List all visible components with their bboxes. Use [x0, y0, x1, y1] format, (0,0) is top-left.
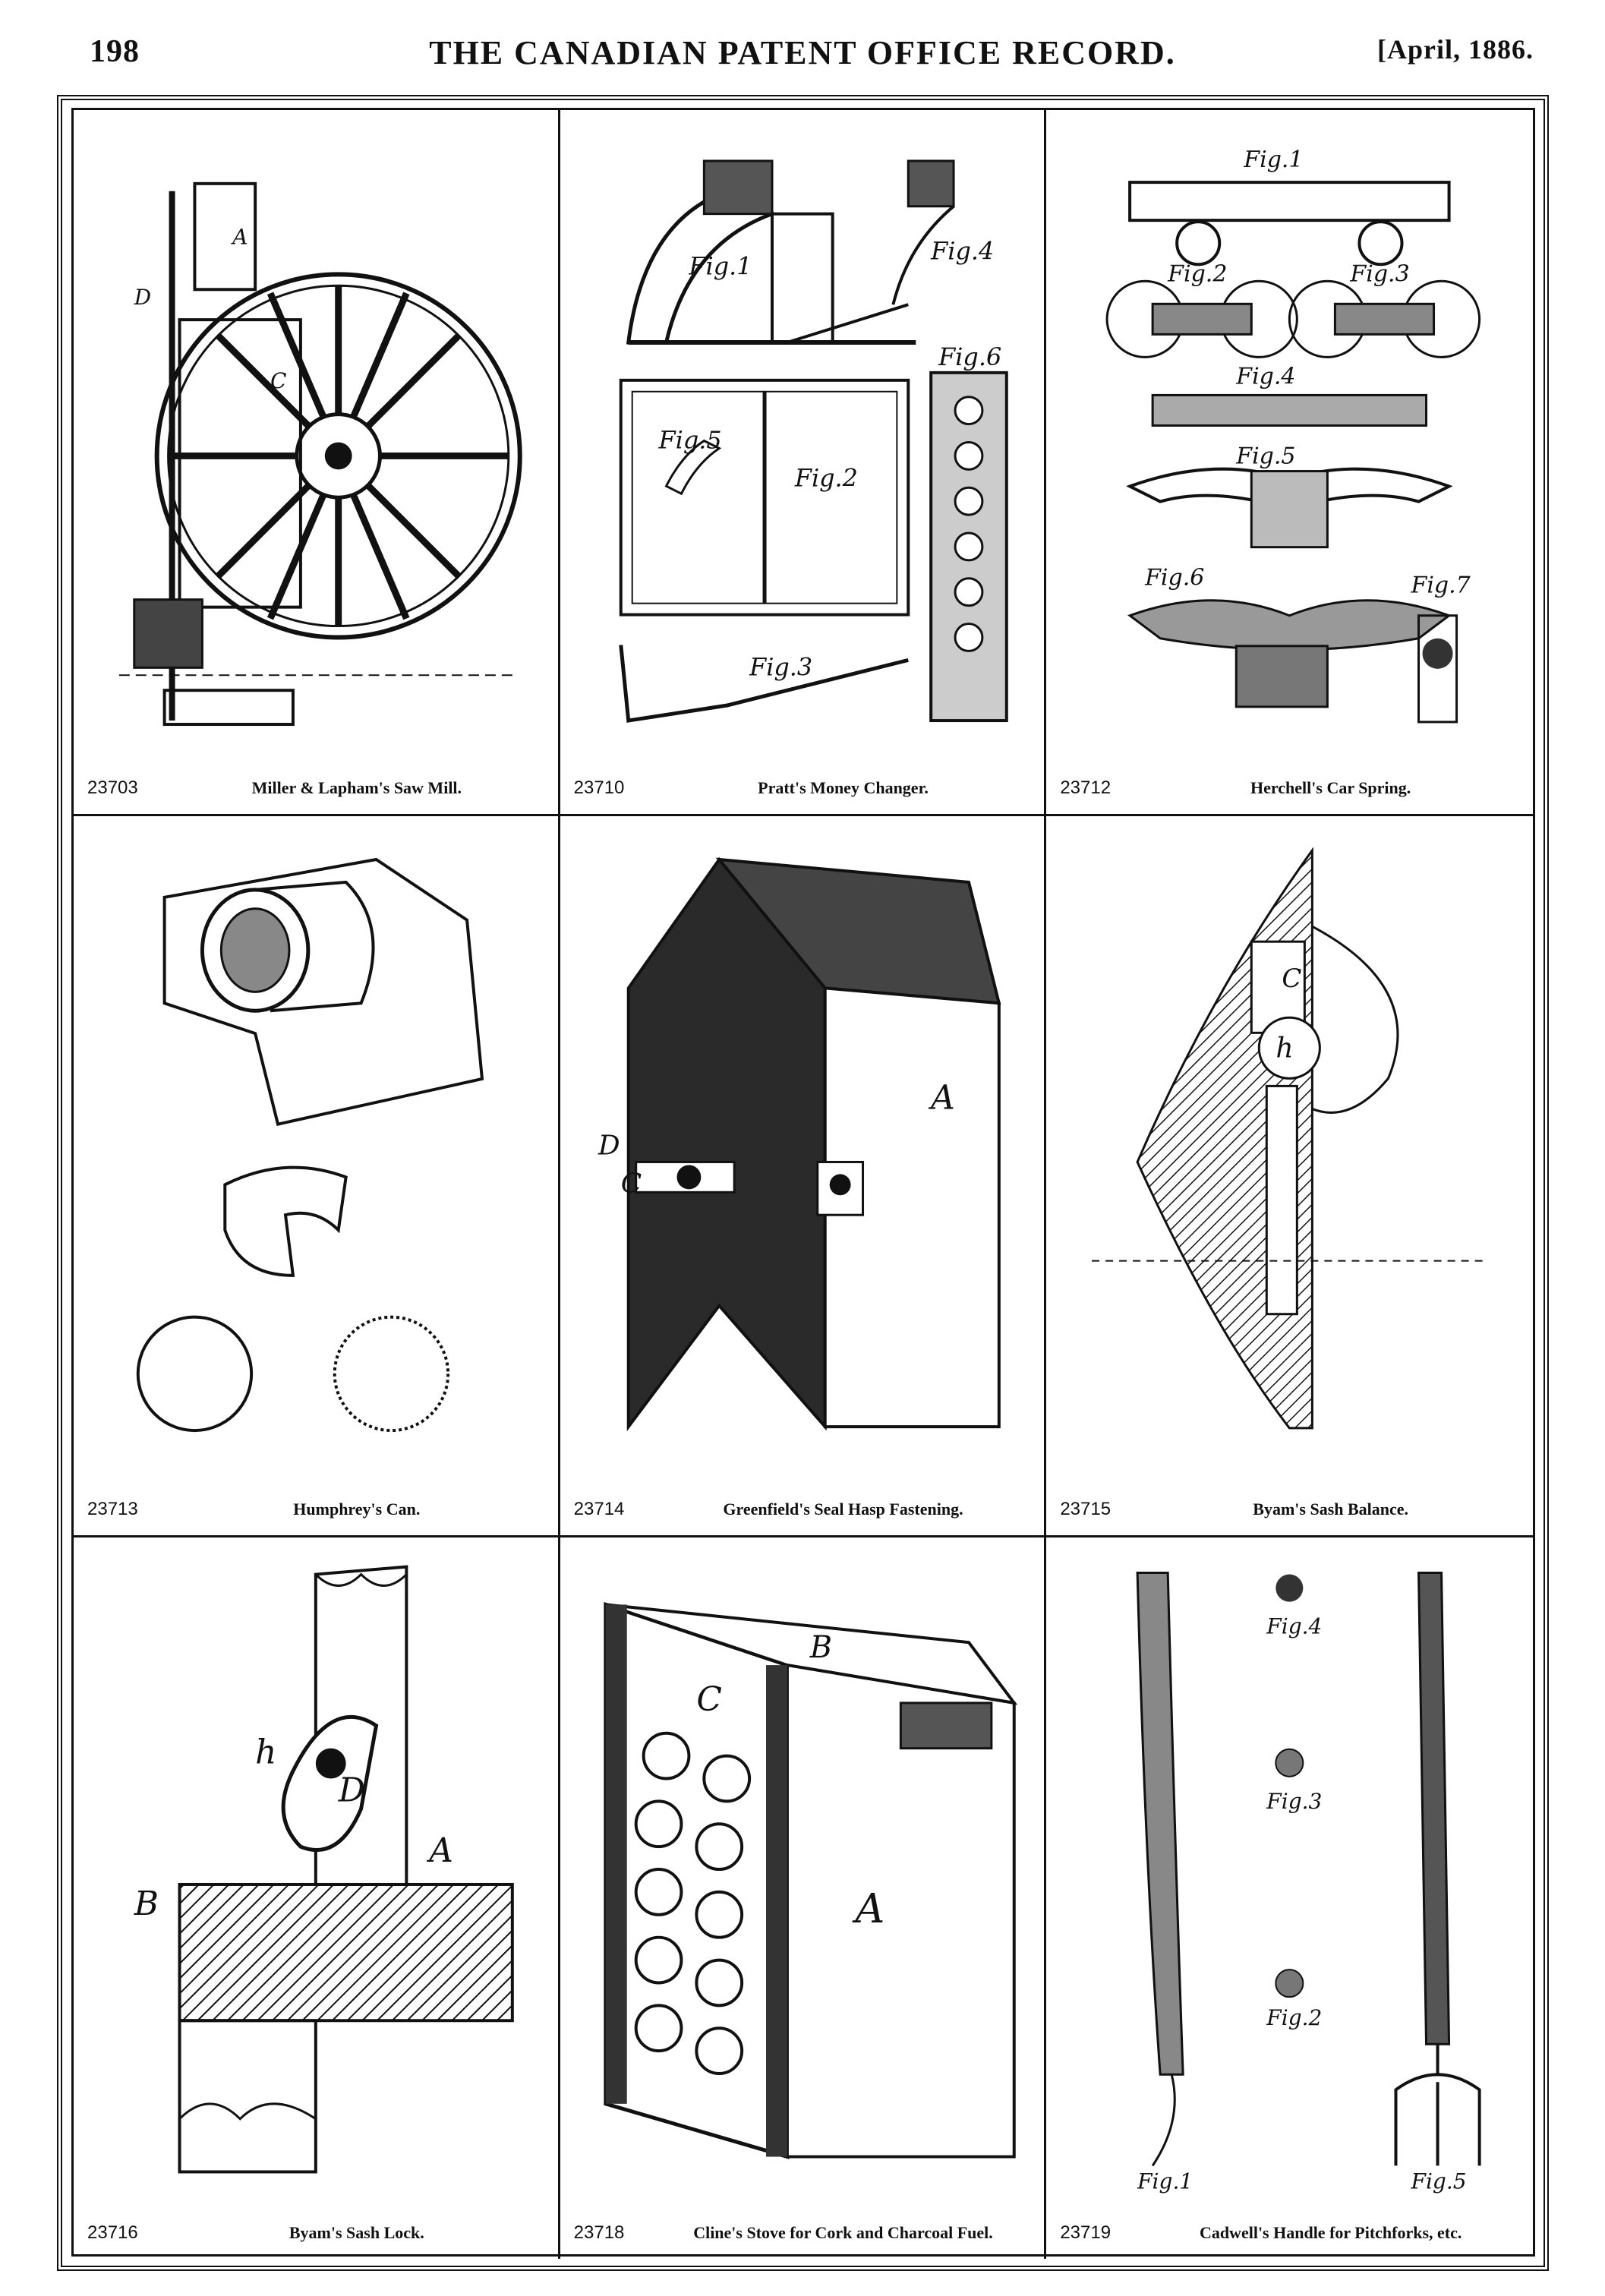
patent-cell-sash-balance: h C 23715 Byam's Sash Balance.	[1046, 816, 1533, 1538]
patent-title: Byam's Sash Lock.	[289, 2223, 424, 2242]
patent-number: 23719	[1060, 2222, 1112, 2243]
label-fig4: Fig.4	[1236, 363, 1296, 390]
page-header: 198 THE CANADIAN PATENT OFFICE RECORD. […	[0, 0, 1605, 91]
patent-number: 23713	[87, 1499, 138, 1519]
caption: 23714 Greenfield's Seal Hasp Fastening.	[574, 1494, 1037, 1525]
patent-cell-money-changer: Fig.1 Fig.2 Fig.3 Fig.4 Fig.5 Fig.6 2371…	[560, 110, 1047, 816]
patent-title: Cline's Stove for Cork and Charcoal Fuel…	[693, 2223, 993, 2242]
patent-title: Greenfield's Seal Hasp Fastening.	[723, 1500, 963, 1519]
caption: 23715 Byam's Sash Balance.	[1060, 1494, 1525, 1525]
label-fig3: Fig.3	[1350, 260, 1410, 287]
label-fig3: Fig.3	[749, 652, 812, 681]
patent-title: Cadwell's Handle for Pitchforks, etc.	[1199, 2223, 1462, 2242]
pitchfork-handle-drawing: Fig.4 Fig.3 Fig.2 Fig.1 Fig.5	[1061, 1548, 1518, 2206]
label-b: B	[134, 1884, 159, 1923]
patent-cell-seal-hasp: A D C 23714 Greenfield's Seal Hasp Faste…	[560, 816, 1047, 1538]
label-a: A	[230, 225, 248, 250]
label-d: D	[338, 1771, 365, 1809]
patent-cell-stove: A C B 23718 Cline's Stove for Cork and C…	[560, 1538, 1047, 2259]
issue-date: [April, 1886.	[1377, 34, 1534, 65]
caption: 23710 Pratt's Money Changer.	[574, 773, 1037, 803]
patent-cell-sash-lock: D A B h 23716 Byam's Sash Lock.	[74, 1538, 560, 2259]
patent-number: 23716	[87, 2222, 138, 2243]
label-c: C	[696, 1680, 722, 1719]
caption: 23716 Byam's Sash Lock.	[87, 2218, 550, 2248]
label-fig1: Fig.1	[1137, 2168, 1193, 2194]
can-drawing	[89, 827, 543, 1482]
patent-number: 23715	[1060, 1499, 1112, 1519]
caption: 23713 Humphrey's Can.	[87, 1494, 550, 1525]
label-fig3: Fig.3	[1266, 1789, 1323, 1814]
label-fig5: Fig.5	[657, 425, 721, 454]
patent-number: 23712	[1060, 777, 1112, 798]
sash-lock-drawing: D A B h	[89, 1548, 543, 2206]
patent-title: Herchell's Car Spring.	[1250, 778, 1411, 797]
patent-title: Humphrey's Can.	[293, 1500, 421, 1519]
patent-cell-pitchfork-handle: Fig.4 Fig.3 Fig.2 Fig.1 Fig.5 23719 Cadw…	[1046, 1538, 1533, 2259]
label-a: A	[851, 1884, 884, 1932]
label-fig1: Fig.1	[1244, 147, 1304, 173]
patent-title: Miller & Lapham's Saw Mill.	[251, 778, 462, 797]
label-fig2: Fig.2	[794, 463, 858, 492]
page-number: 198	[90, 34, 140, 69]
car-spring-drawing: Fig.1 Fig.2 Fig.3 Fig.4 Fig.5 Fig.6 Fig.…	[1061, 121, 1518, 761]
caption: 23718 Cline's Stove for Cork and Charcoa…	[574, 2218, 1037, 2248]
label-h: h	[255, 1733, 276, 1772]
caption: 23719 Cadwell's Handle for Pitchforks, e…	[1060, 2218, 1525, 2248]
label-fig4: Fig.4	[930, 236, 994, 265]
caption: 23703 Miller & Lapham's Saw Mill.	[87, 773, 550, 803]
patent-number: 23718	[573, 2222, 625, 2243]
label-d: D	[598, 1131, 620, 1162]
seal-hasp-drawing: A D C	[575, 827, 1030, 1482]
patent-number: 23714	[573, 1499, 625, 1519]
patent-cell-saw-mill: C D A 23703 Miller & Lapham's Saw Mill.	[74, 110, 560, 816]
patent-cell-can: 23713 Humphrey's Can.	[74, 816, 560, 1538]
label-b: B	[809, 1630, 831, 1665]
outer-frame	[57, 95, 1549, 2271]
label-fig1: Fig.1	[688, 251, 752, 280]
patent-cell-car-spring: Fig.1 Fig.2 Fig.3 Fig.4 Fig.5 Fig.6 Fig.…	[1046, 110, 1533, 816]
label-c: C	[620, 1168, 641, 1199]
patent-title: Byam's Sash Balance.	[1253, 1500, 1409, 1519]
caption: 23712 Herchell's Car Spring.	[1060, 773, 1525, 803]
label-fig7: Fig.7	[1411, 572, 1471, 599]
label-d: D	[134, 285, 151, 310]
label-fig2: Fig.2	[1266, 2005, 1323, 2030]
label-fig5: Fig.5	[1411, 2168, 1467, 2194]
label-fig6: Fig.6	[1144, 565, 1204, 591]
label-a: A	[426, 1831, 453, 1870]
saw-mill-drawing: C D A	[89, 121, 543, 761]
patent-number: 23703	[87, 777, 138, 798]
money-changer-drawing: Fig.1 Fig.2 Fig.3 Fig.4 Fig.5 Fig.6	[575, 121, 1030, 761]
sash-balance-drawing: h C	[1061, 827, 1518, 1482]
label-a: A	[928, 1079, 955, 1118]
label-h: h	[1276, 1033, 1294, 1064]
label-fig2: Fig.2	[1167, 260, 1227, 287]
journal-title: THE CANADIAN PATENT OFFICE RECORD.	[429, 34, 1176, 71]
label-fig6: Fig.6	[938, 342, 1001, 371]
patent-grid: C D A 23703 Miller & Lapham's Saw Mill.	[71, 108, 1535, 2259]
stove-drawing: A C B	[575, 1548, 1030, 2206]
patent-title: Pratt's Money Changer.	[758, 778, 929, 797]
label-c: C	[1282, 964, 1302, 994]
label-fig4: Fig.4	[1266, 1614, 1323, 1639]
label-c: C	[270, 368, 286, 393]
patent-number: 23710	[573, 777, 625, 798]
label-fig5: Fig.5	[1236, 443, 1296, 470]
